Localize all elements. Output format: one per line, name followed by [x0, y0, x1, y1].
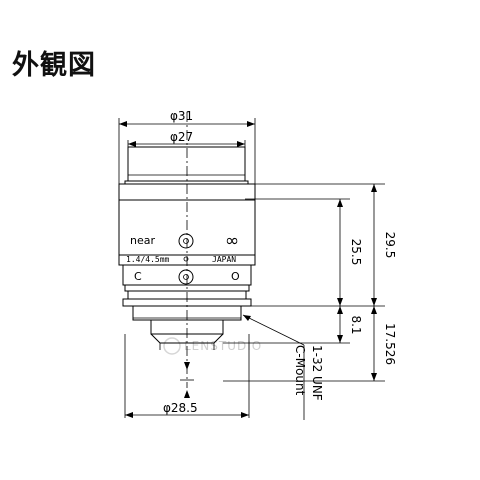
svg-text:25.5: 25.5 — [349, 239, 363, 266]
iris-open-label: O — [231, 270, 240, 283]
dim-rear-diameter: φ28.5 — [124, 334, 250, 418]
svg-text:17.526: 17.526 — [383, 323, 397, 365]
mount-type-label: C-Mount — [293, 345, 307, 396]
svg-text:29.5: 29.5 — [383, 232, 397, 259]
dim-body-length: 25.5 — [337, 199, 363, 306]
dim-flange-back: 17.526 — [371, 306, 397, 381]
watermark-text: LENSTUDIO — [184, 339, 262, 353]
focus-markings: near ∞ 1.4/4.5mm JAPAN C O — [126, 231, 240, 285]
origin-marking: JAPAN — [212, 255, 236, 264]
dim-outer-diameter: φ31 — [118, 109, 256, 184]
thread-callout: 1-32 UNF C-Mount — [242, 314, 324, 420]
focus-infinity-label: ∞ — [225, 231, 239, 251]
svg-text:8.1: 8.1 — [349, 315, 363, 334]
lens-body — [118, 146, 256, 350]
dim-overall-length: 29.5 — [371, 184, 397, 306]
iris-close-label: C — [134, 270, 142, 283]
svg-text:φ28.5: φ28.5 — [163, 401, 198, 415]
watermark: LENSTUDIO — [163, 337, 262, 355]
svg-text:φ27: φ27 — [170, 130, 193, 144]
dim-mount-length: 8.1 — [223, 306, 363, 344]
thread-spec-label: 1-32 UNF — [310, 345, 324, 401]
front-hood — [127, 146, 246, 182]
page-title: 外観図 — [12, 50, 96, 81]
focus-knob — [178, 233, 194, 249]
dim-front-diameter: φ27 — [127, 130, 246, 147]
focus-near-label: near — [130, 234, 155, 247]
svg-text:φ31: φ31 — [170, 109, 193, 123]
aperture-marking: 1.4/4.5mm — [126, 255, 170, 264]
iris-knob — [178, 269, 194, 285]
